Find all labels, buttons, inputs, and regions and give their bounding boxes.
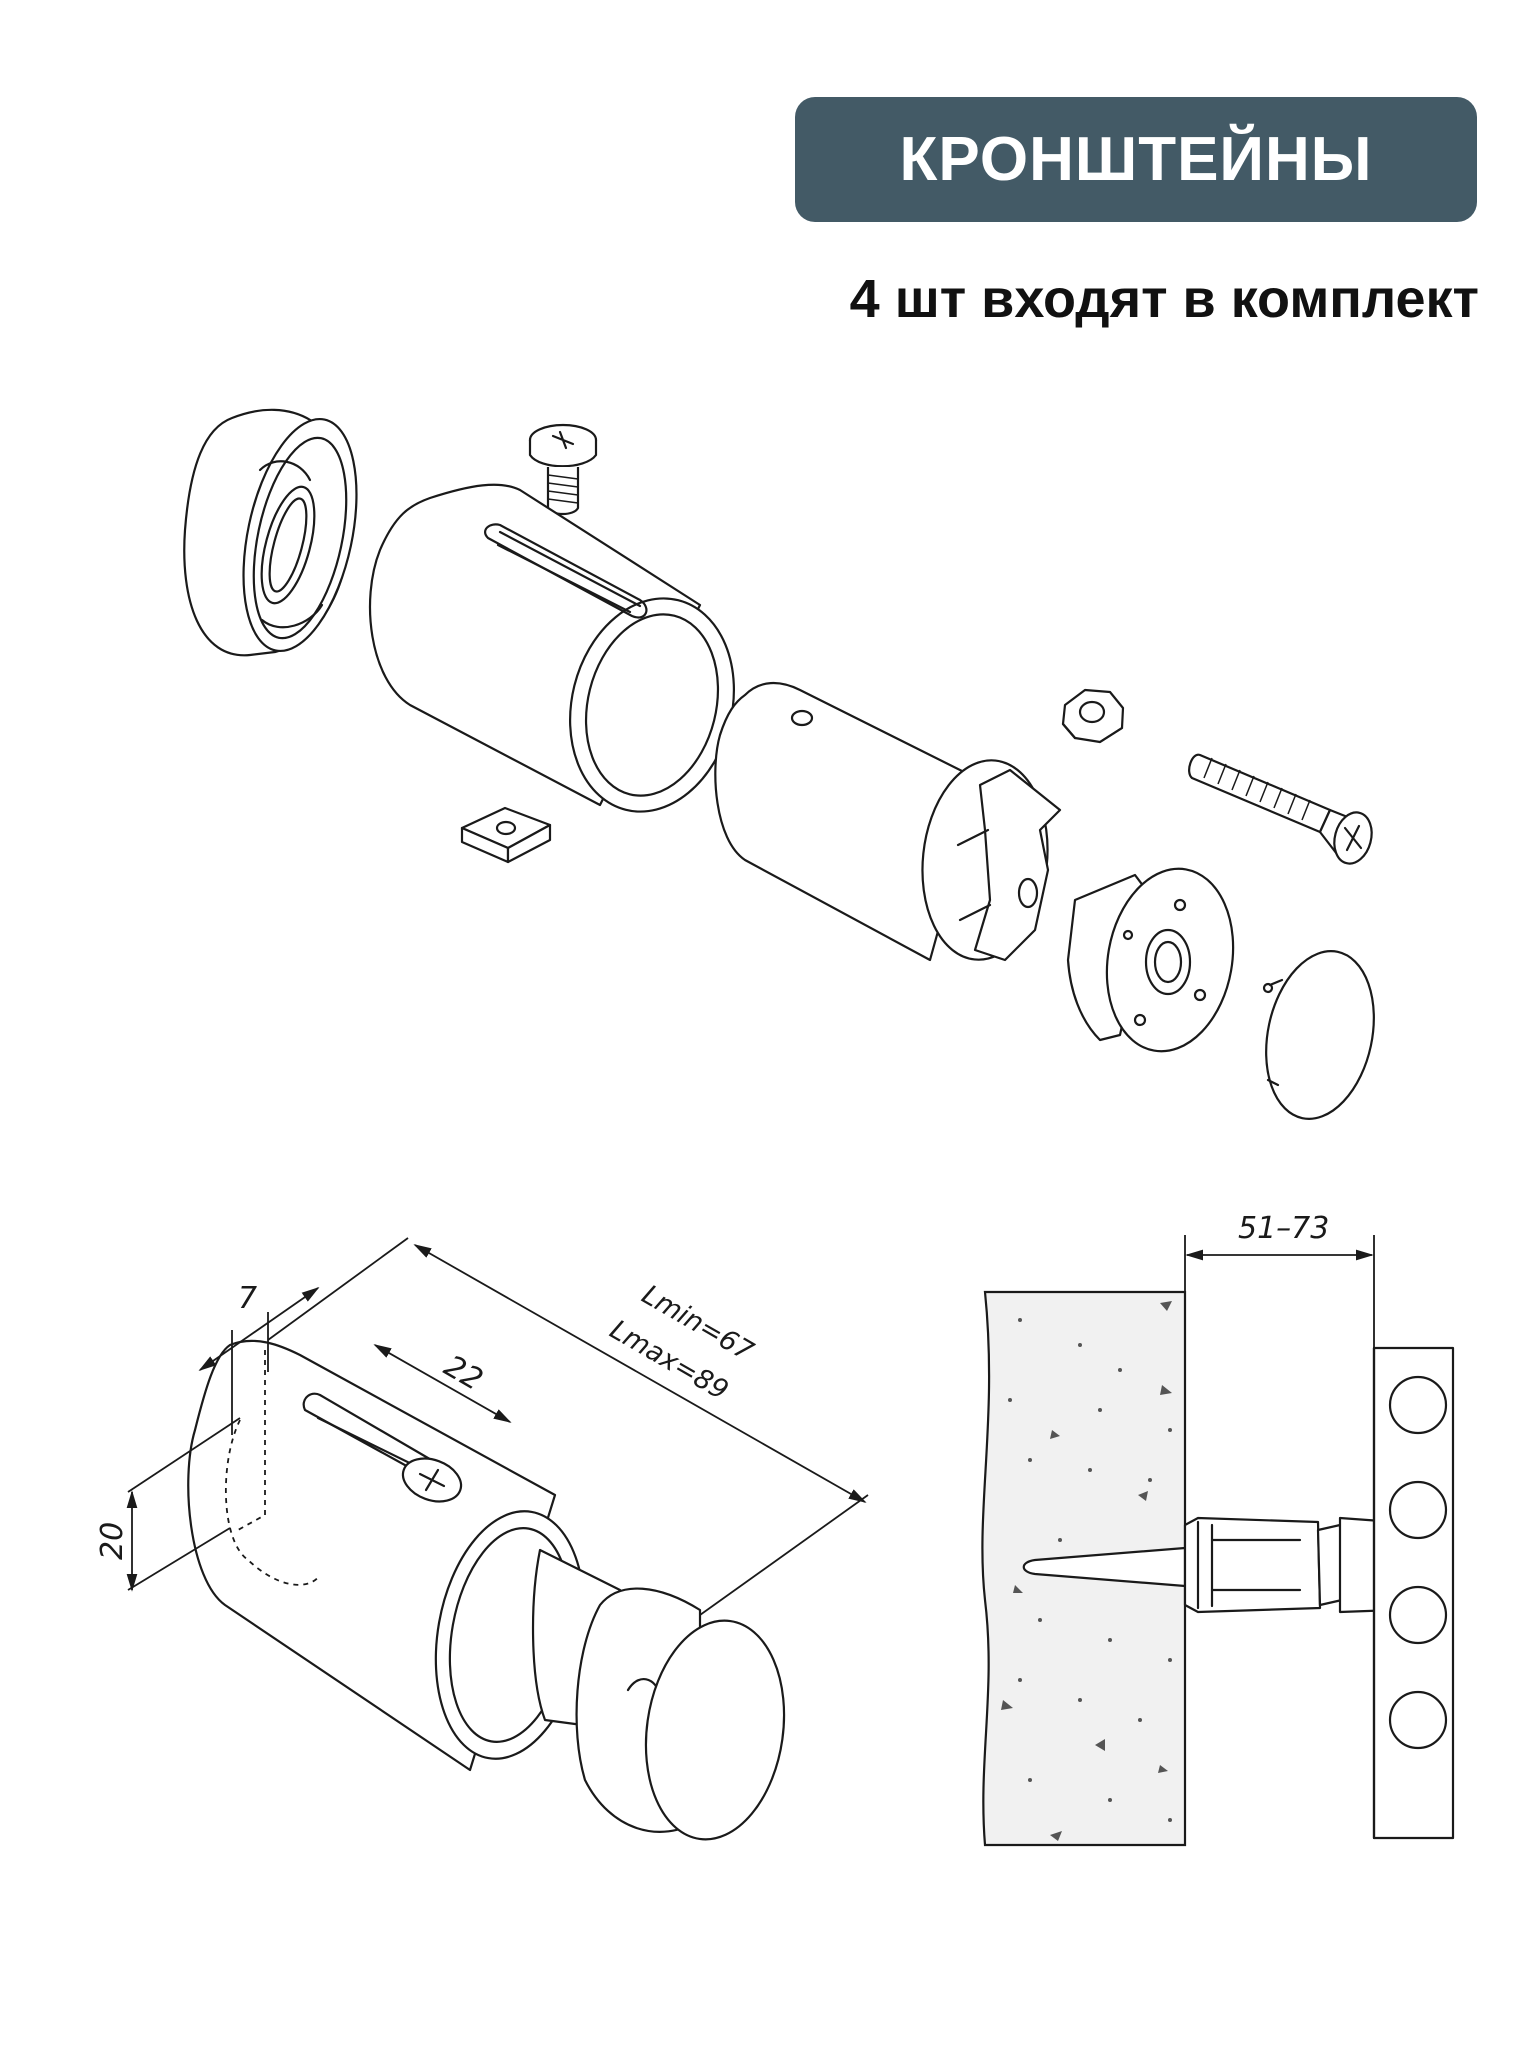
small-screw-part [528,423,598,516]
dim-mount-distance: 51–73 [1238,1211,1329,1246]
wall-mount-section: 51–73 [981,1211,1455,1847]
title-badge: КРОНШТЕЙНЫ [795,97,1477,222]
main-tube-part [368,483,736,813]
hex-nut-part [1061,688,1125,744]
inner-shaft-part [714,682,1062,962]
long-screw-part [1188,753,1373,865]
page-title: КРОНШТЕЙНЫ [899,125,1373,194]
assembly-view: 7 22 Lmin=67 Lmax=89 20 [95,1237,869,1841]
kit-note: 4 шт входят в комплект [849,269,1479,329]
dim-slot-offset: 7 [238,1281,257,1316]
dim-diameter: 20 [95,1522,130,1560]
exploded-view [183,408,1375,1120]
wall-cup-part [183,408,358,657]
wall-flange-part [1066,867,1235,1053]
square-nut-part [460,806,552,864]
end-cap-part [1262,950,1375,1120]
dim-slot-length: 22 [438,1349,489,1398]
